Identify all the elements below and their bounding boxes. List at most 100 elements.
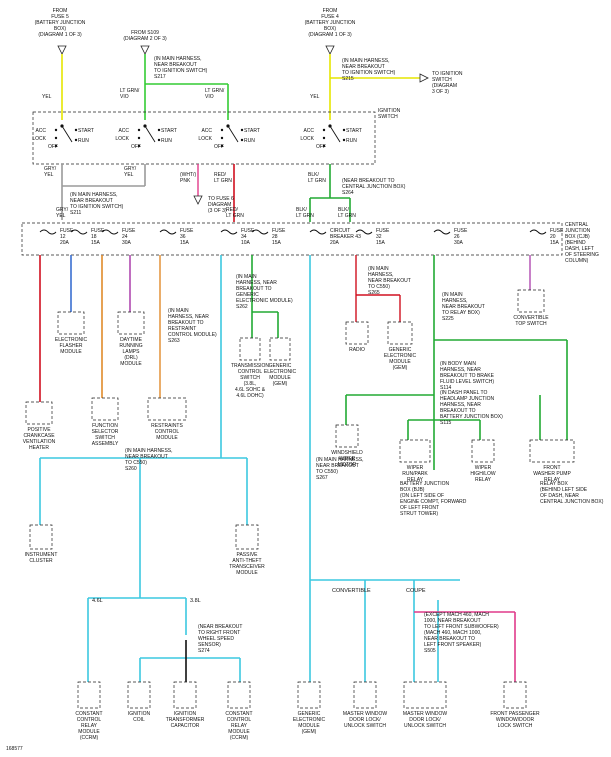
- switch-pos-label: RUN: [244, 138, 255, 144]
- component-outline: [403, 681, 447, 709]
- fuse-symbol: [159, 229, 177, 235]
- label-wires-blk_ltgrn2: BLK/LT GRN: [338, 207, 356, 219]
- component-outline: [345, 321, 369, 345]
- switch-pos-label: ACC: [118, 128, 129, 134]
- label-sources-s109: FROM S109(DIAGRAM 2 OF 3): [123, 30, 167, 42]
- switch-contact: [54, 136, 58, 140]
- component-outline: [503, 681, 527, 709]
- switch-pos-label: RUN: [78, 138, 89, 144]
- ignition-switch-box: [32, 111, 376, 165]
- component-outline: [227, 681, 251, 709]
- fuse-symbol: [101, 229, 119, 235]
- label-wires-gry_yel3: GRY/YEL: [56, 207, 69, 219]
- component-outline: [269, 337, 291, 361]
- fuse-symbol: [355, 229, 373, 235]
- label-wires-red_ltgrn: RED/LT GRN: [214, 172, 232, 184]
- switch-pos-label: START: [346, 128, 362, 134]
- switch-blade: [61, 125, 73, 143]
- switch-contact: [220, 128, 224, 132]
- component-outline: [173, 681, 197, 709]
- to-fuse6-arrow: [193, 195, 203, 205]
- switch-contact: [137, 136, 141, 140]
- connector-a-arrow: [57, 45, 67, 55]
- switch-contact: [240, 128, 244, 132]
- switch-contact: [74, 128, 78, 132]
- fuse-symbol: [251, 229, 269, 235]
- component-outline: [91, 397, 119, 421]
- label-wires-w_ltgrn_vio: LT GRN/VIO: [205, 88, 225, 100]
- switch-contact: [322, 128, 326, 132]
- component-outline: [297, 681, 321, 709]
- switch-contact: [220, 144, 224, 148]
- switch-pos-label: START: [78, 128, 94, 134]
- component-outline: [387, 321, 413, 345]
- component-outline: [57, 311, 85, 335]
- switch-pos-label: RUN: [346, 138, 357, 144]
- switch-contact: [322, 136, 326, 140]
- label-wires-gry_yel1: GRY/YEL: [44, 166, 57, 178]
- component-outline: [235, 524, 259, 550]
- component-outline: [147, 397, 187, 421]
- switch-contact: [137, 144, 141, 148]
- switch-blade: [227, 125, 239, 143]
- switch-pos-label: OFF: [214, 144, 224, 150]
- label-engine-38: 3.8L: [190, 598, 201, 604]
- switch-pos-label: OFF: [48, 144, 58, 150]
- switch-pos-label: ACC: [35, 128, 46, 134]
- switch-contact: [220, 136, 224, 140]
- switch-pos-label: RUN: [161, 138, 172, 144]
- switch-contact: [322, 144, 326, 148]
- label-wires-blk_ltgrn: BLK/LT GRN: [308, 172, 326, 184]
- source-s109: FROM S109(DIAGRAM 2 OF 3): [123, 30, 167, 42]
- component-outline: [29, 524, 53, 550]
